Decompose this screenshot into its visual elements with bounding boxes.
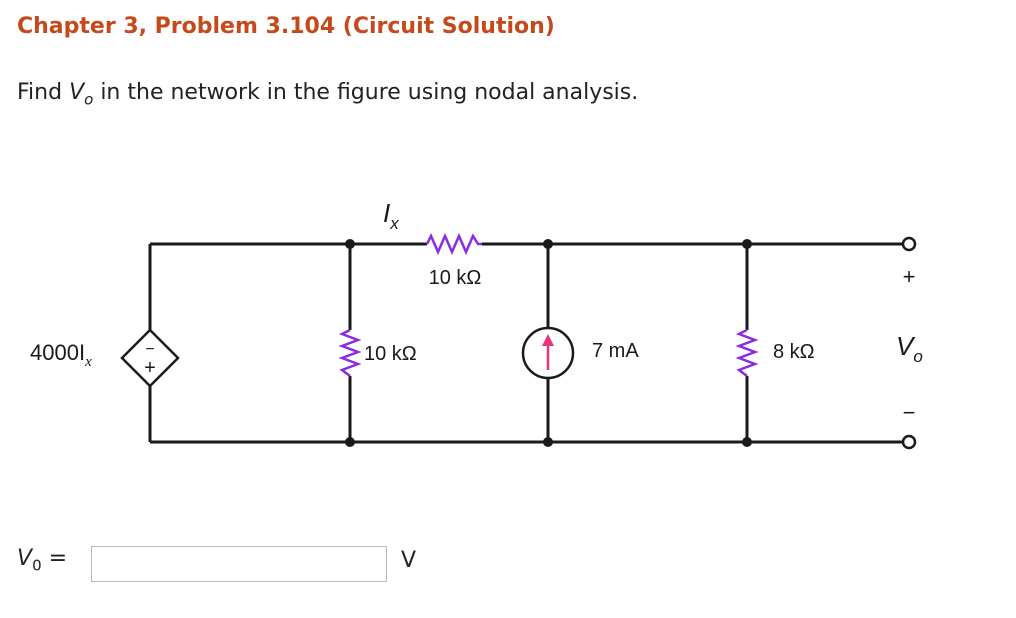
terminal-top [901, 236, 917, 252]
resistor-top-label: 10 kΩ [429, 267, 482, 289]
question-var: V [69, 80, 85, 105]
dep-src-minus: − [145, 341, 154, 358]
question-suffix: in the network in the figure using nodal… [93, 80, 639, 105]
junction-dots [345, 239, 752, 447]
output-plus: + [903, 264, 916, 289]
dependent-source: − + [120, 328, 180, 388]
answer-label: V0 = [17, 546, 68, 575]
resistor-right [735, 328, 759, 377]
answer-unit: V [401, 548, 417, 573]
current-source-label: 7 mA [592, 340, 639, 362]
circuit-diagram: − + Ix 10 kΩ 10 kΩ 7 mA 8 kΩ 4000Ix + Vo… [30, 198, 923, 450]
vo-answer-input[interactable] [91, 546, 387, 582]
resistor-left-label: 10 kΩ [364, 343, 417, 365]
resistor-top [425, 232, 482, 256]
resistor-left [338, 328, 362, 377]
output-minus: − [903, 400, 916, 425]
current-source [521, 326, 575, 380]
dependent-source-label: 4000Ix [30, 340, 92, 370]
dep-src-plus: + [144, 357, 156, 379]
problem-question: Find Vo in the network in the figure usi… [17, 80, 638, 108]
resistor-right-label: 8 kΩ [773, 341, 815, 363]
question-prefix: Find [17, 80, 70, 105]
question-sub: o [84, 90, 94, 109]
output-label: Vo [896, 331, 923, 366]
current-label: Ix [383, 198, 399, 233]
problem-title: Chapter 3, Problem 3.104 (Circuit Soluti… [17, 14, 555, 39]
terminal-bottom [901, 434, 917, 450]
